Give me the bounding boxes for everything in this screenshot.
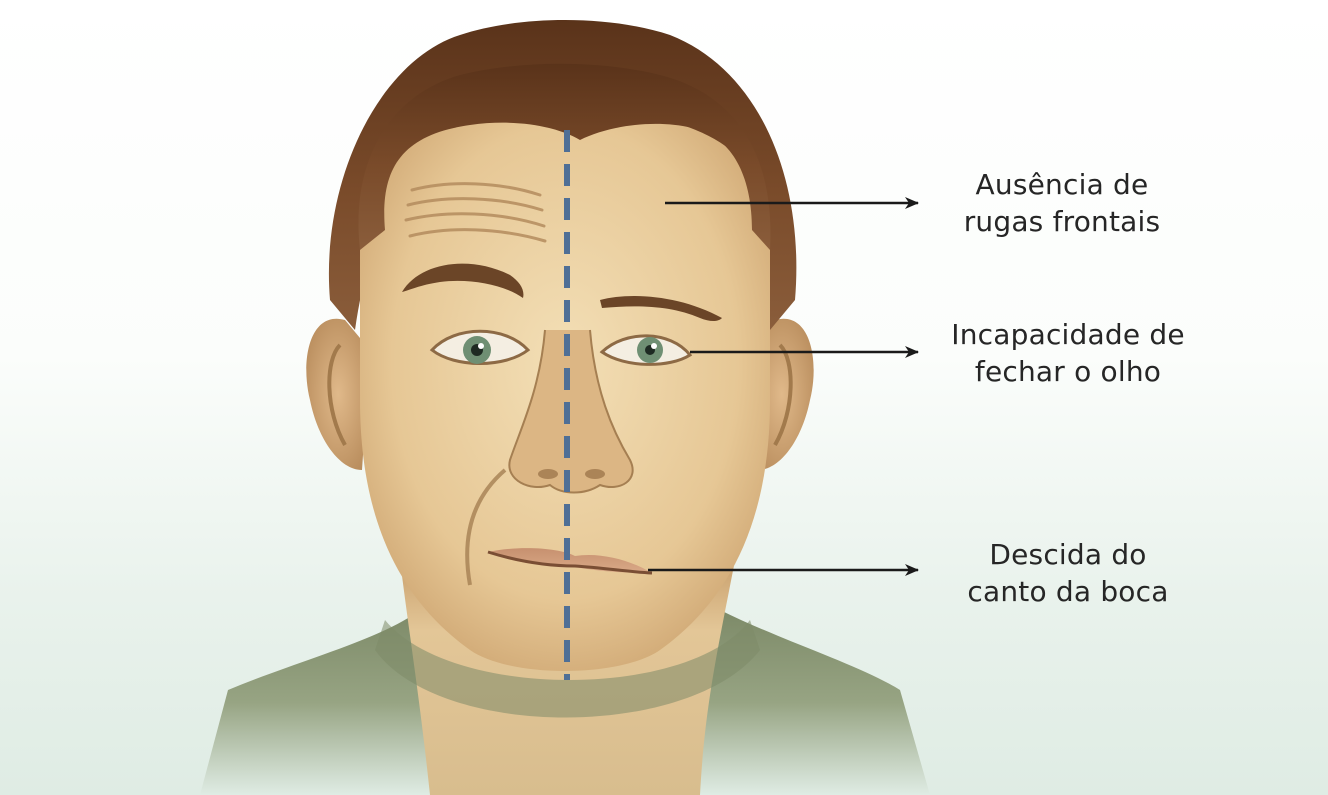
callout-text: canto da boca [903, 573, 1233, 610]
callout-text: Descida do [903, 536, 1233, 573]
mouth-corner-callout: Descida do canto da boca [903, 536, 1233, 610]
callout-text: Incapacidade de [903, 316, 1233, 353]
callout-text: fechar o olho [903, 353, 1233, 390]
eye-closure-callout: Incapacidade de fechar o olho [903, 316, 1233, 390]
callout-text: Ausência de [897, 166, 1227, 203]
forehead-wrinkles-callout: Ausência de rugas frontais [897, 166, 1227, 240]
callout-text: rugas frontais [897, 203, 1227, 240]
